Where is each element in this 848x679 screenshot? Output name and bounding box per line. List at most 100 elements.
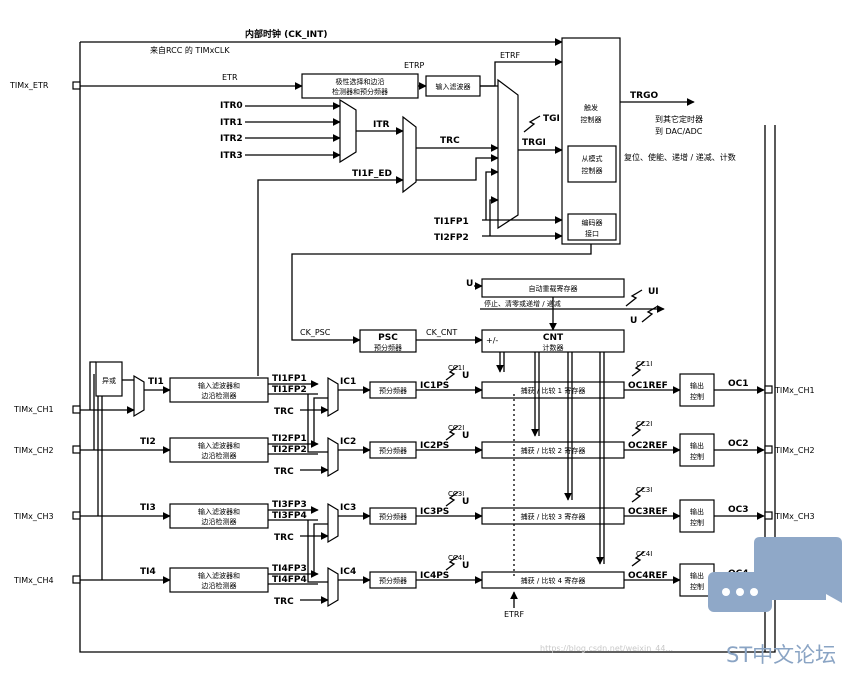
tgi-flag-icon bbox=[523, 115, 541, 133]
output-ctrl-2-line1: 输出 bbox=[690, 441, 704, 450]
trgo-dest-2: 到 DAC/ADC bbox=[655, 127, 703, 136]
trgo-label: TRGO bbox=[630, 91, 658, 101]
edge-filter-4-line2: 边沿检测器 bbox=[202, 581, 237, 590]
auto-reload-label: 自动重载寄存器 bbox=[529, 284, 578, 293]
ti2fp2-label: TI2FP2 bbox=[434, 233, 469, 243]
trc-label: TRC bbox=[440, 136, 460, 146]
trgi-mux bbox=[497, 78, 519, 230]
xor-label: 异或 bbox=[102, 376, 116, 385]
ic-label-4: IC4 bbox=[340, 567, 356, 577]
edge-filter-3-line2: 边沿检测器 bbox=[202, 517, 237, 526]
oc-label-3: OC3 bbox=[728, 505, 749, 515]
trgo-dest-1: 到其它定时器 bbox=[655, 114, 703, 124]
capcomp-label-1: 捕获 / 比较 1 寄存器 bbox=[521, 386, 586, 395]
ic-mux-3 bbox=[327, 502, 339, 544]
ch3-in-pin-label: TIMx_CH3 bbox=[13, 512, 54, 521]
edge-filter-2-line1: 输入滤波器和 bbox=[198, 441, 240, 450]
u-ch-4: U bbox=[462, 561, 469, 571]
tifp-b-4: TI4FP4 bbox=[272, 575, 307, 585]
etrp-label: ETRP bbox=[404, 61, 425, 70]
ic-label-2: IC2 bbox=[340, 437, 356, 447]
cc-flag-label-2: CC2I bbox=[636, 420, 652, 428]
tifp-a-3: TI3FP3 bbox=[272, 500, 307, 510]
ui-label: UI bbox=[648, 287, 659, 297]
slave-controller-block bbox=[567, 145, 617, 183]
cc-flag-icon-3 bbox=[631, 487, 645, 503]
ck-int-label: 内部时钟 (CK_INT) bbox=[245, 28, 327, 40]
blog-watermark: https://blog.csdn.net/weixin_44... bbox=[540, 644, 673, 653]
xor-mux bbox=[133, 374, 145, 418]
capcomp-label-3: 捕获 / 比较 3 寄存器 bbox=[521, 512, 586, 521]
cci-label-4: CC4I bbox=[448, 554, 464, 562]
ocref-label-1: OC1REF bbox=[628, 381, 668, 391]
ch1-out-pin[interactable] bbox=[764, 385, 773, 394]
rcc-label: 来自RCC 的 TIMxCLK bbox=[150, 45, 230, 55]
ic-mux-1 bbox=[327, 376, 339, 418]
edge-filter-1-line2: 边沿检测器 bbox=[202, 391, 237, 400]
cnt-sub-label: 计数器 bbox=[543, 343, 564, 352]
itr3-label: ITR3 bbox=[220, 151, 243, 161]
ocref-label-2: OC2REF bbox=[628, 441, 668, 451]
ch1-in-pin[interactable] bbox=[72, 405, 81, 414]
slave-modes-label: 复位、使能、递增 / 递减、计数 bbox=[624, 152, 736, 162]
tifp-b-3: TI3FP4 bbox=[272, 511, 307, 521]
cross-a-0 bbox=[307, 394, 328, 453]
itr-mux bbox=[339, 98, 357, 164]
u-flag-icon bbox=[641, 305, 659, 323]
cci-flag-icon-1 bbox=[445, 365, 459, 381]
ch-bus-1 bbox=[89, 361, 96, 410]
edge-filter-block-2 bbox=[169, 437, 269, 463]
capcomp-label-2: 捕获 / 比较 2 寄存器 bbox=[521, 446, 586, 455]
timx-etr-pin-label: TIMx_ETR bbox=[9, 81, 49, 90]
ch4-in-pin[interactable] bbox=[72, 575, 81, 584]
ti1fp1-to-mux bbox=[485, 168, 499, 220]
ch3-out-pin-label: TIMx_CH3 bbox=[774, 512, 815, 521]
itr-inputs: ITR0 ITR1 ITR2 ITR3 bbox=[220, 101, 341, 161]
itr1-label: ITR1 bbox=[220, 118, 243, 128]
ic-mux-4 bbox=[327, 566, 339, 608]
trigger-controller-block bbox=[561, 37, 621, 245]
trigger-ctrl-line1: 触发 bbox=[584, 103, 598, 112]
cci-flag-icon-3 bbox=[445, 491, 459, 507]
u-label-right: U bbox=[630, 316, 637, 326]
ch3-in-pin[interactable] bbox=[72, 511, 81, 520]
itr-out-label: ITR bbox=[373, 120, 389, 130]
outer-border bbox=[79, 42, 776, 653]
tifp-a-2: TI2FP1 bbox=[272, 434, 307, 444]
ti2-label: TI2 bbox=[140, 437, 156, 447]
edge-filter-block-3 bbox=[169, 503, 269, 529]
ch2-out-pin[interactable] bbox=[764, 445, 773, 454]
output-ctrl-1-line2: 控制 bbox=[690, 392, 704, 401]
prescaler-label-2: 预分频器 bbox=[379, 446, 407, 455]
psc-block bbox=[359, 329, 417, 353]
cc-flag-label-4: CC4I bbox=[636, 550, 652, 558]
ti2fp2-to-mux bbox=[489, 196, 499, 236]
u-ch-1: U bbox=[462, 371, 469, 381]
output-ctrl-1-line1: 输出 bbox=[690, 381, 704, 390]
ch3-out-pin[interactable] bbox=[764, 511, 773, 520]
cc-flag-label-1: CC1I bbox=[636, 360, 652, 368]
ic-label-1: IC1 bbox=[340, 377, 356, 387]
input-filter-label: 输入滤波器 bbox=[436, 82, 471, 91]
ck-psc-line bbox=[291, 244, 592, 344]
ch2-in-pin[interactable] bbox=[72, 445, 81, 454]
slave-ctrl-line1: 从模式 bbox=[582, 154, 603, 163]
ti1-label: TI1 bbox=[148, 377, 164, 387]
edge-filter-1-line1: 输入滤波器和 bbox=[198, 381, 240, 390]
xor-block bbox=[95, 361, 123, 397]
ti4-label: TI4 bbox=[140, 567, 156, 577]
ti1f-ed-label: TI1F_ED bbox=[352, 169, 392, 179]
ck-psc-label: CK_PSC bbox=[300, 328, 331, 337]
cross-b-1 bbox=[313, 523, 328, 574]
slave-ctrl-line2: 控制器 bbox=[582, 166, 603, 175]
encoder-line2: 接口 bbox=[585, 229, 599, 238]
trc-ch-4: TRC bbox=[274, 597, 294, 607]
etr-pin[interactable] bbox=[72, 81, 81, 90]
oc-label-2: OC2 bbox=[728, 439, 749, 449]
cc-flag-icon-4 bbox=[631, 551, 645, 567]
encoder-line1: 编码器 bbox=[582, 218, 603, 227]
ic-label-3: IC3 bbox=[340, 503, 356, 513]
u-ch-2: U bbox=[462, 431, 469, 441]
icps-label-3: IC3PS bbox=[420, 507, 449, 517]
